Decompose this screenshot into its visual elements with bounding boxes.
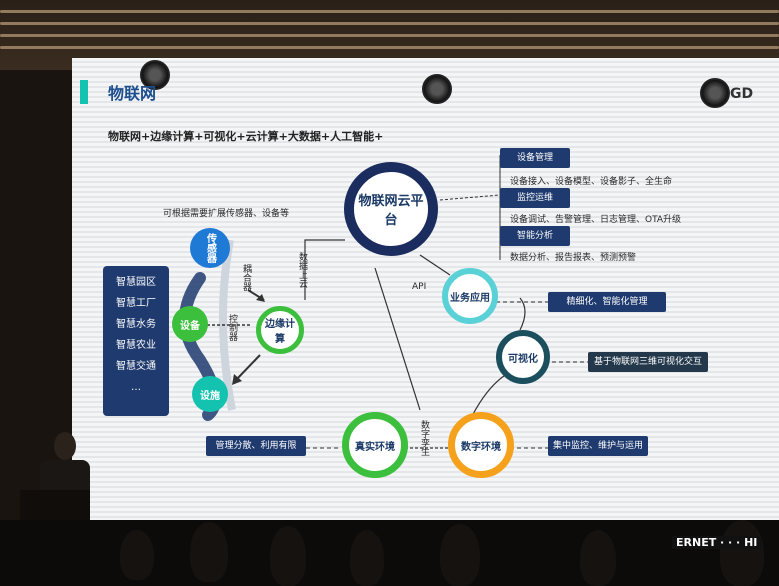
iot-cloud-platform-node: 物联网云平台 — [344, 162, 438, 256]
stage-light — [140, 60, 170, 90]
scenario-item: … — [131, 382, 141, 393]
company-logo: GD — [730, 86, 754, 102]
business-callout: 精细化、智能化管理 — [548, 292, 666, 312]
coupler-label: 耦合器 — [241, 264, 251, 291]
real-environment-node: 真实环境 — [342, 412, 408, 478]
business-application-node: 业务应用 — [442, 268, 498, 324]
scenario-item: 智慧农业 — [116, 340, 156, 351]
controller-label: 控制器 — [227, 314, 237, 341]
audience-head — [720, 520, 764, 586]
visualization-callout: 基于物联网三维可视化交互 — [588, 352, 708, 372]
scenario-item: 智慧水务 — [116, 319, 156, 330]
api-label: API — [412, 282, 427, 292]
slide-subtitle: 物联网+边缘计算+可视化+云计算+大数据+人工智能+ — [108, 130, 384, 143]
smart-analysis-badge: 智能分析 — [500, 226, 570, 246]
scenario-item: 智慧交通 — [116, 361, 156, 372]
smart-analysis-desc: 数据分析、报告报表、预测预警 — [510, 253, 637, 263]
visualization-node: 可视化 — [496, 330, 550, 384]
audience-head — [190, 522, 228, 582]
slide-title: 物联网 — [108, 84, 157, 103]
monitoring-ops-desc: 设备调试、告警管理、日志管理、OTA升级 — [510, 215, 682, 225]
audience-silhouettes — [0, 520, 779, 586]
audience-head — [350, 530, 384, 586]
stage-light — [700, 78, 730, 108]
ceiling-slat — [0, 22, 779, 25]
facility-node: 设施 — [192, 376, 228, 412]
device-management-desc: 设备接入、设备模型、设备影子、全生命 — [510, 177, 673, 187]
audience-head — [580, 530, 616, 586]
digital-callout: 集中监控、维护与运用 — [548, 436, 648, 456]
real-callout: 管理分散、利用有限 — [206, 436, 306, 456]
ceiling-slat — [0, 10, 779, 13]
title-accent-bar — [80, 80, 88, 104]
ceiling-slat — [0, 46, 779, 49]
sensor-expansion-note: 可根据需要扩展传感器、设备等 — [163, 209, 290, 219]
edge-computing-node: 边缘计算 — [256, 306, 304, 354]
banner-text: ERNET · · · HI — [672, 536, 762, 549]
application-scenarios-panel: 智慧园区 智慧工厂 智慧水务 智慧农业 智慧交通 … — [103, 266, 169, 416]
data-upload-label: 数据上云 — [297, 252, 307, 288]
stage-light — [422, 74, 452, 104]
monitoring-ops-badge: 监控运维 — [500, 188, 570, 208]
device-management-badge: 设备管理 — [500, 148, 570, 168]
speaker-head — [54, 432, 76, 460]
audience-head — [120, 530, 154, 580]
digital-twin-label: 数字孪生 — [419, 420, 429, 456]
scenario-item: 智慧园区 — [116, 277, 156, 288]
scenario-item: 智慧工厂 — [116, 298, 156, 309]
digital-environment-node: 数字环境 — [448, 412, 514, 478]
audience-head — [440, 524, 480, 586]
sensor-node: 传感器 — [190, 228, 230, 268]
device-node: 设备 — [172, 306, 208, 342]
audience-head — [270, 526, 306, 586]
ceiling-slat — [0, 34, 779, 37]
